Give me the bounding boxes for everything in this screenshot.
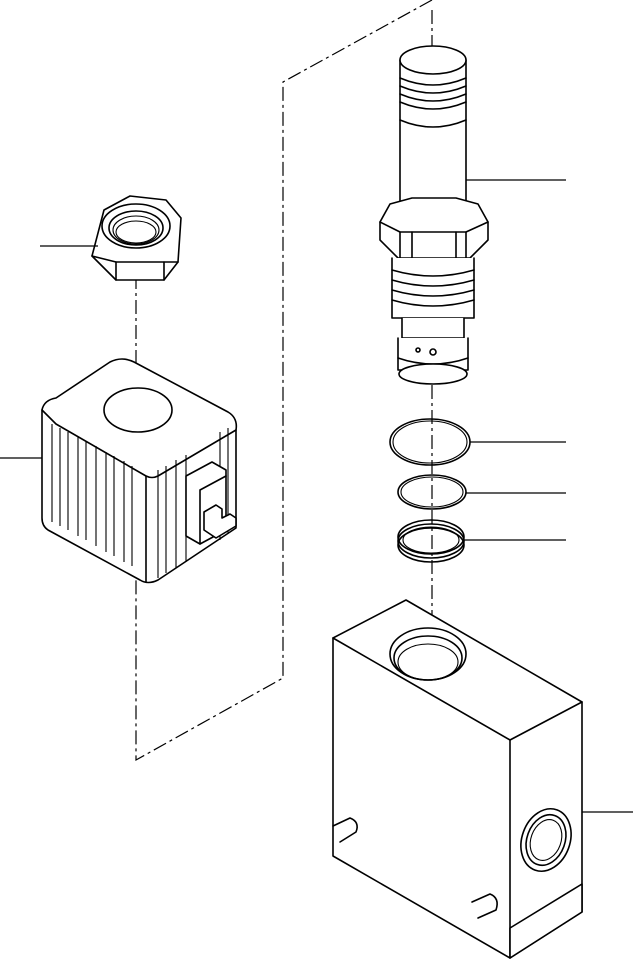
- callout-leaders: [0, 180, 633, 812]
- solenoid-coil: [42, 359, 236, 583]
- hex-nut: [92, 196, 181, 280]
- o-ring-small: [398, 475, 466, 509]
- valve-cartridge: [380, 46, 488, 384]
- o-ring-large: [390, 419, 470, 465]
- backup-ring: [398, 520, 464, 562]
- valve-body: [333, 600, 582, 958]
